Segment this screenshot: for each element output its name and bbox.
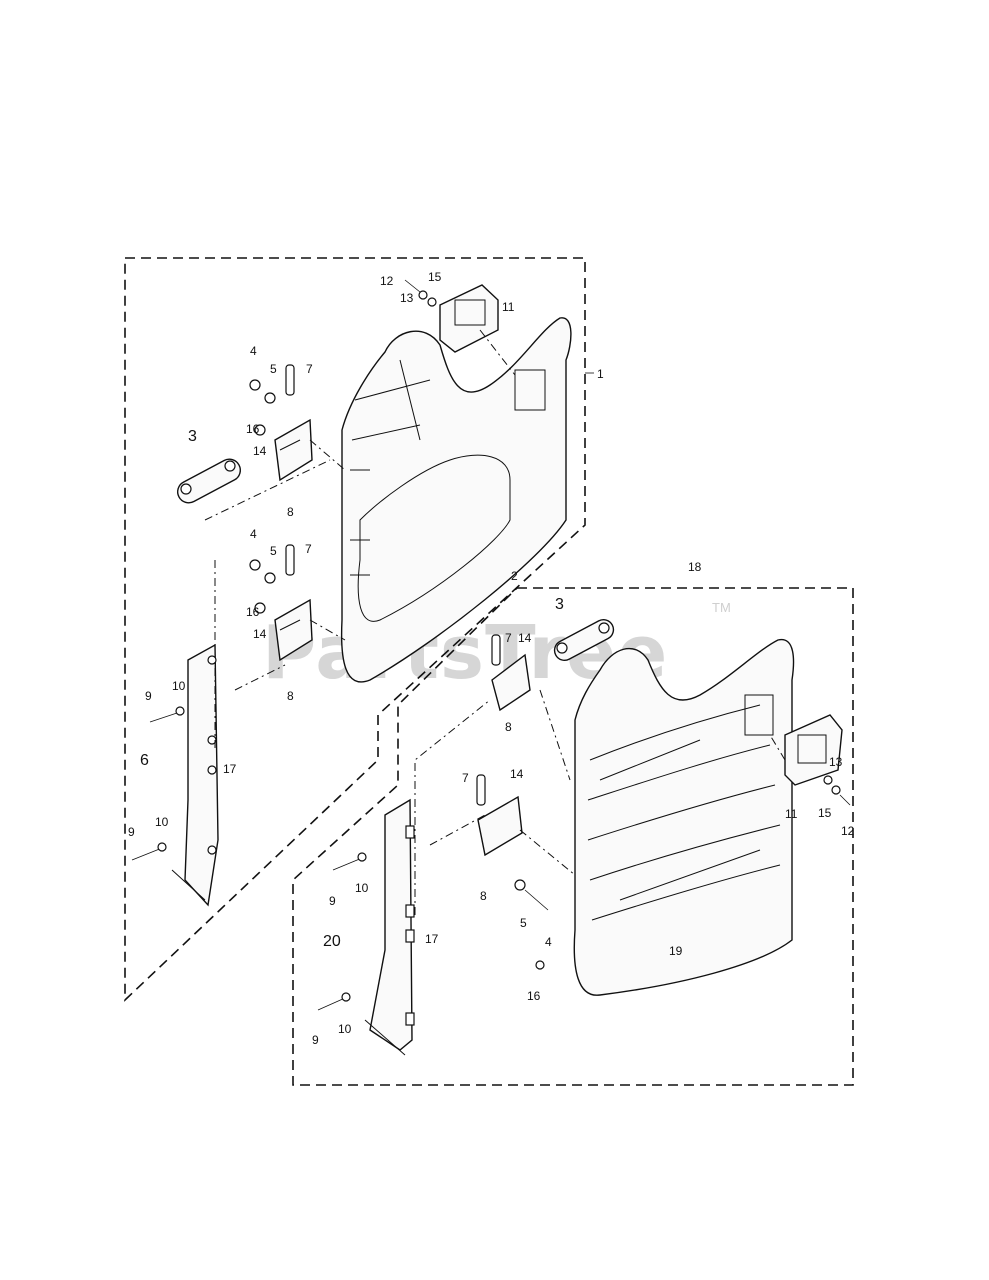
callout-13-left: 13 bbox=[400, 291, 414, 305]
callout-8-right-lower: 8 bbox=[480, 889, 487, 903]
callout-19: 19 bbox=[669, 944, 683, 958]
callout-9-lower-right: 9 bbox=[312, 1033, 319, 1047]
handle-left bbox=[176, 458, 242, 504]
callout-14-upper: 14 bbox=[253, 444, 267, 458]
callout-20: 20 bbox=[323, 933, 341, 950]
callout-15-right: 15 bbox=[818, 806, 832, 820]
bolt-hardware bbox=[249, 379, 549, 970]
callout-9-upper-right: 9 bbox=[329, 894, 336, 908]
callout-3-left: 3 bbox=[188, 428, 197, 445]
callout-8-right-upper: 8 bbox=[505, 720, 512, 734]
callout-4-upper: 4 bbox=[250, 344, 257, 358]
callout-5-lower: 5 bbox=[270, 544, 277, 558]
right-side-panel bbox=[573, 639, 795, 996]
hinge-plate-upper-left bbox=[274, 418, 313, 482]
callout-10-upper-left: 10 bbox=[172, 679, 186, 693]
callout-6: 6 bbox=[140, 752, 149, 769]
watermark-trademark: TM bbox=[712, 600, 731, 615]
screw-hardware bbox=[131, 279, 851, 1011]
callout-4-right: 4 bbox=[545, 935, 552, 949]
callout-labels: 1 2 3 3 4 4 4 5 5 5 6 7 7 7 7 8 8 8 8 9 … bbox=[128, 270, 855, 1047]
hinge-plate-lower-left bbox=[274, 598, 313, 662]
callout-17-right: 17 bbox=[425, 932, 439, 946]
callout-7-right-upper: 7 bbox=[505, 631, 512, 645]
right-assembly-boundary bbox=[292, 587, 854, 1086]
left-assembly-boundary bbox=[124, 257, 586, 1002]
callout-14-lower: 14 bbox=[253, 627, 267, 641]
pin-hardware bbox=[285, 364, 501, 806]
hinge-plate-upper-right bbox=[491, 653, 531, 712]
callout-11-right: 11 bbox=[785, 807, 798, 821]
bracket-right bbox=[784, 714, 843, 786]
top-bracket-left bbox=[439, 284, 499, 353]
callout-10-lower-left: 10 bbox=[155, 815, 169, 829]
callout-16-upper: 16 bbox=[246, 422, 260, 436]
handle-right bbox=[553, 618, 615, 662]
callout-14-right-lower: 14 bbox=[510, 767, 524, 781]
hinge-rail-right bbox=[364, 798, 415, 1056]
callout-11-left: 11 bbox=[502, 300, 515, 314]
callout-5-upper: 5 bbox=[270, 362, 277, 376]
callout-12-left: 12 bbox=[380, 274, 394, 288]
callout-4-lower: 4 bbox=[250, 527, 257, 541]
callout-17-left: 17 bbox=[223, 762, 237, 776]
callout-10-lower-right: 10 bbox=[338, 1022, 352, 1036]
callout-8-lower: 8 bbox=[287, 689, 294, 703]
callout-7-lower: 7 bbox=[305, 542, 312, 556]
assembly-connection-lines bbox=[204, 329, 786, 915]
hinge-plate-lower-right bbox=[477, 795, 523, 857]
callout-8-upper: 8 bbox=[287, 505, 294, 519]
callout-16-right: 16 bbox=[527, 989, 541, 1003]
callout-5-right: 5 bbox=[520, 916, 527, 930]
callout-2: 2 bbox=[511, 569, 518, 583]
callout-13-right: 13 bbox=[829, 755, 843, 769]
callout-7-upper: 7 bbox=[306, 362, 313, 376]
callout-14-right-upper: 14 bbox=[518, 631, 532, 645]
callout-15-left: 15 bbox=[428, 270, 442, 284]
callout-3-right: 3 bbox=[555, 596, 564, 613]
callout-1: 1 bbox=[597, 367, 604, 381]
left-side-panel bbox=[340, 317, 572, 683]
callout-9-lower-left: 9 bbox=[128, 825, 135, 839]
callout-10-upper-right: 10 bbox=[355, 881, 369, 895]
callout-9-upper-left: 9 bbox=[145, 689, 152, 703]
callout-7-right-lower: 7 bbox=[462, 771, 469, 785]
callout-16-lower: 16 bbox=[246, 605, 260, 619]
callout-12-right: 12 bbox=[841, 824, 855, 838]
callout-18: 18 bbox=[688, 560, 702, 574]
